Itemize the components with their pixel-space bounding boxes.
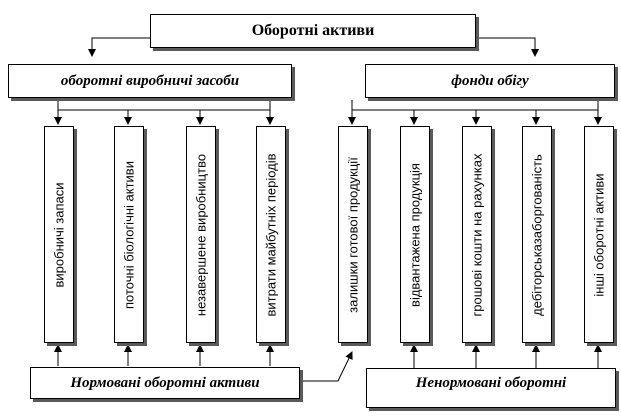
leaf-box-biological: поточні біологічні активи [114, 126, 144, 343]
leaf-label-other: інші оборотні активи [591, 172, 607, 297]
leaf-label-inventory: виробничі запаси [51, 181, 67, 288]
root-label: Оборотні активи [251, 22, 375, 39]
root-to-left-group-line [88, 37, 150, 57]
leaf-box-shipped: відвантажена продукція [400, 126, 430, 343]
group-label-production: оборотні виробничі засоби [60, 72, 240, 89]
left-group-bus [57, 100, 271, 111]
category-label-non-normalized: Ненормовані оборотні [415, 375, 567, 391]
leaf-box-inventory: виробничі запаси [44, 126, 74, 343]
leaf-box-deferred: витрати майбутніх періодів [256, 126, 286, 343]
leaf-label-receivables: дебіторськазаборгованість [529, 153, 545, 316]
group-box-production: оборотні виробничі засоби [8, 64, 292, 98]
leaf-box-other: інші оборотні активи [584, 126, 614, 343]
category-label-normalized: Нормовані оборотні активи [70, 374, 260, 391]
leaf-box-wip: незавершене виробництво [186, 126, 216, 343]
leaf-label-finished-goods: залишки готової продукції [345, 156, 361, 313]
leaf-box-receivables: дебіторськазаборгованість [522, 126, 552, 343]
leaf-label-cash: грошові кошти на рахунках [469, 153, 485, 316]
leaf-label-biological: поточні біологічні активи [121, 160, 137, 309]
root-to-right-group-line [476, 37, 539, 57]
right-group-bus [351, 100, 599, 111]
group-label-circulation: фонди обігу [451, 72, 529, 89]
norm-to-right-connector [300, 351, 353, 382]
root-box: Оборотні активи [150, 14, 476, 48]
leaf-box-cash: грошові кошти на рахунках [462, 126, 492, 343]
leaf-label-deferred: витрати майбутніх періодів [263, 152, 279, 317]
group-box-circulation: фонди обігу [365, 64, 615, 98]
leaf-label-shipped: відвантажена продукція [407, 162, 423, 307]
category-box-non-normalized: Ненормовані оборотні [366, 368, 616, 408]
leaf-label-wip: незавершене виробництво [193, 153, 209, 316]
category-box-normalized: Нормовані оборотні активи [30, 367, 300, 399]
leaf-box-finished-goods: залишки готової продукції [338, 126, 368, 343]
